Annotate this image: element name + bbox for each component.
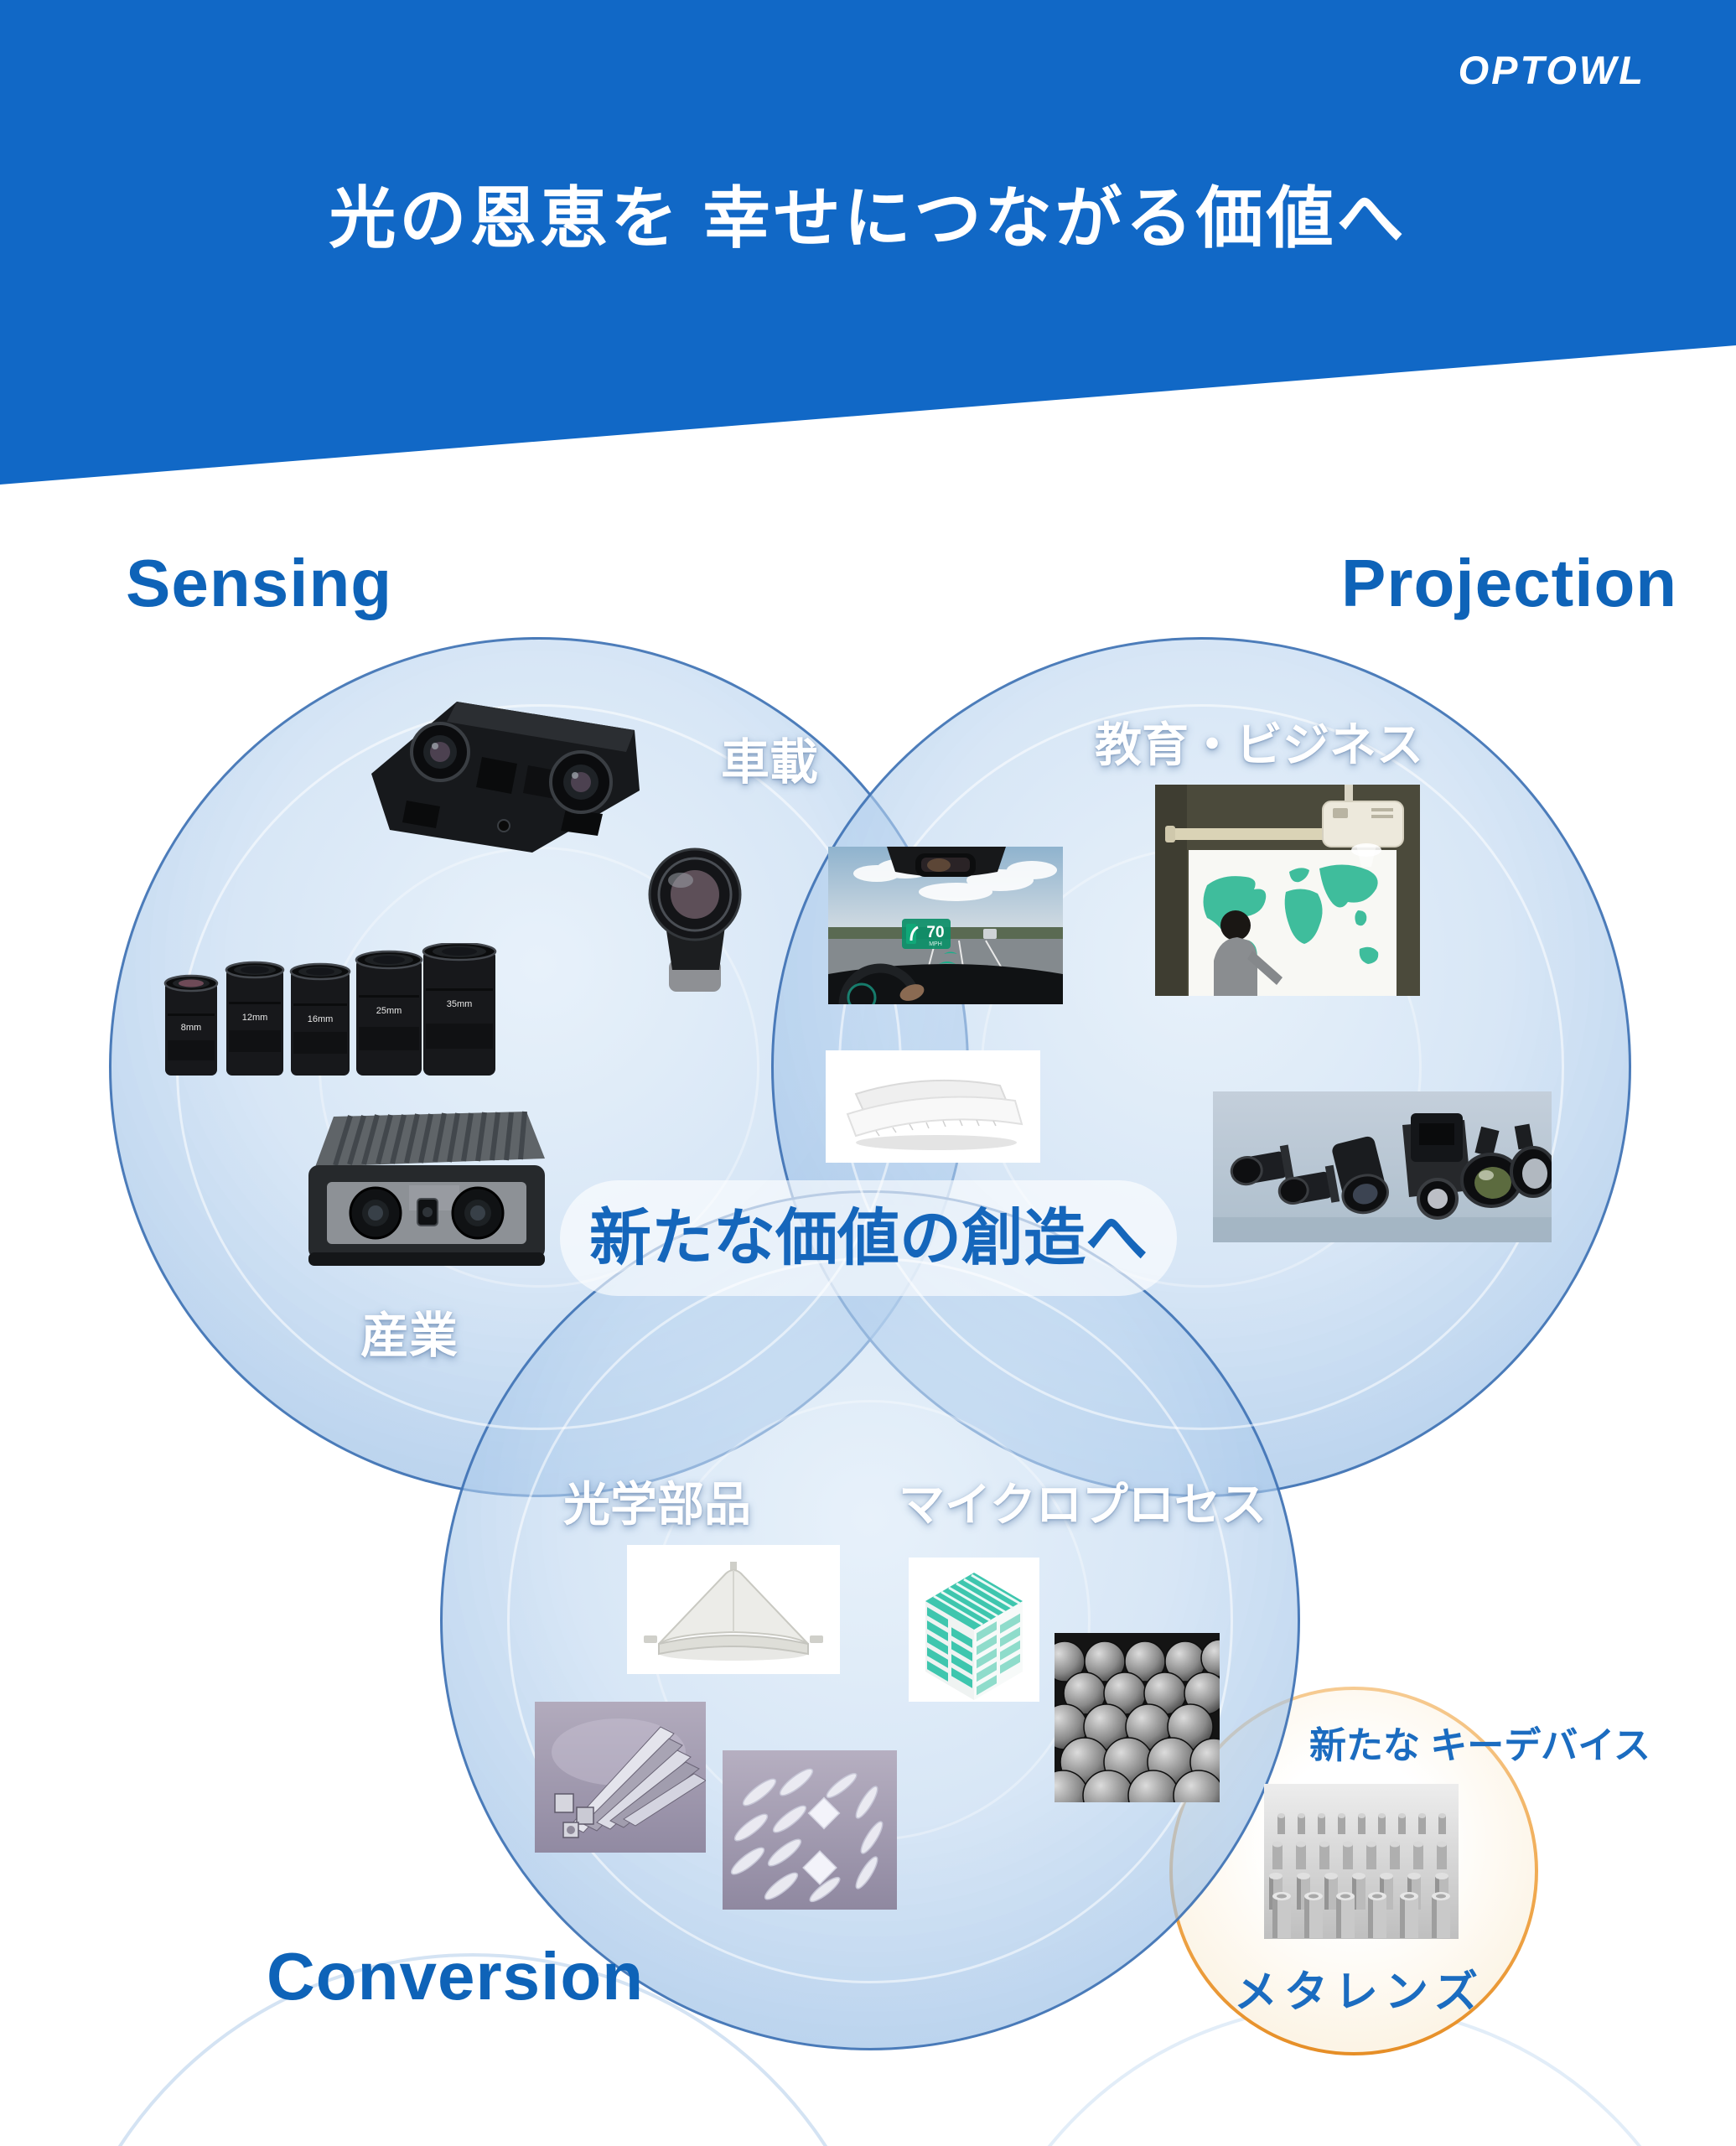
category-industry: 産業: [360, 1309, 459, 1363]
microstructure-cube-image: [909, 1558, 1039, 1702]
lens-marking: 35mm: [447, 999, 473, 1009]
projector-classroom-image: [1155, 785, 1420, 996]
lens-1: 8mm: [163, 974, 219, 1076]
cube-right-face: [974, 1600, 1023, 1700]
metalens-sem-image: [1264, 1784, 1459, 1939]
lens-3: 16mm: [289, 962, 351, 1076]
pillar-row-back: [1277, 1813, 1446, 1834]
cube-top-face: [925, 1573, 1023, 1630]
metal-rods-image: [535, 1702, 706, 1853]
lens-marking: 12mm: [242, 1013, 268, 1023]
brand-logo: OPTOWL: [1458, 48, 1645, 92]
lens-2: 12mm: [225, 961, 285, 1076]
sensing-label: Sensing: [126, 546, 393, 620]
category-automotive: 車載: [721, 735, 819, 790]
pillar-row-front: [1272, 1892, 1450, 1938]
dimple-array-sem-image: [1055, 1633, 1220, 1802]
projection-label: Projection: [1341, 546, 1678, 620]
category-micro-process: マイクロプロセス: [899, 1479, 1267, 1531]
pillar-row-near: [1269, 1873, 1448, 1910]
hud-speed-value: 70: [926, 924, 944, 941]
lens-marking: 16mm: [308, 1014, 334, 1024]
cube-left-face: [925, 1601, 974, 1701]
lens-5: 35mm: [422, 943, 497, 1076]
glass-prisms-image: [723, 1750, 897, 1910]
center-message: 新たな価値の創造へ: [589, 1203, 1148, 1273]
presenter-person: [1214, 910, 1283, 996]
key-device-name: メタレンズ: [1234, 1968, 1485, 2017]
category-education-business: 教育・ビジネス: [1095, 718, 1423, 771]
key-device-caption: 新たな キーデバイス: [1309, 1725, 1650, 1766]
lens-marking: 8mm: [181, 1023, 201, 1033]
projection-lenses-image: [1213, 1091, 1552, 1242]
center-lens-unit: [1402, 1113, 1471, 1220]
stereo-camera-image: [356, 658, 645, 863]
industrial-3d-camera-image: [283, 1108, 550, 1276]
lens-marking: 25mm: [376, 1006, 402, 1016]
center-message-box: [560, 1180, 1177, 1296]
pillar-row-mid: [1272, 1841, 1447, 1869]
category-optical-components: 光学部品: [563, 1478, 751, 1531]
fisheye-lens-image: [639, 834, 752, 1002]
lens-row-image: 8mm 12mm 16mm: [161, 943, 500, 1077]
light-guide-image: [627, 1545, 840, 1674]
conversion-label: Conversion: [267, 1939, 645, 2014]
lens-4: 25mm: [355, 950, 423, 1076]
hud-driving-image: 70 MPH: [828, 847, 1063, 1004]
hud-speed-unit: MPH: [929, 941, 942, 947]
diffuser-sheets-image: [826, 1050, 1040, 1163]
page-title: 光の恩恵を 幸せにつながる価値へ: [329, 181, 1407, 256]
